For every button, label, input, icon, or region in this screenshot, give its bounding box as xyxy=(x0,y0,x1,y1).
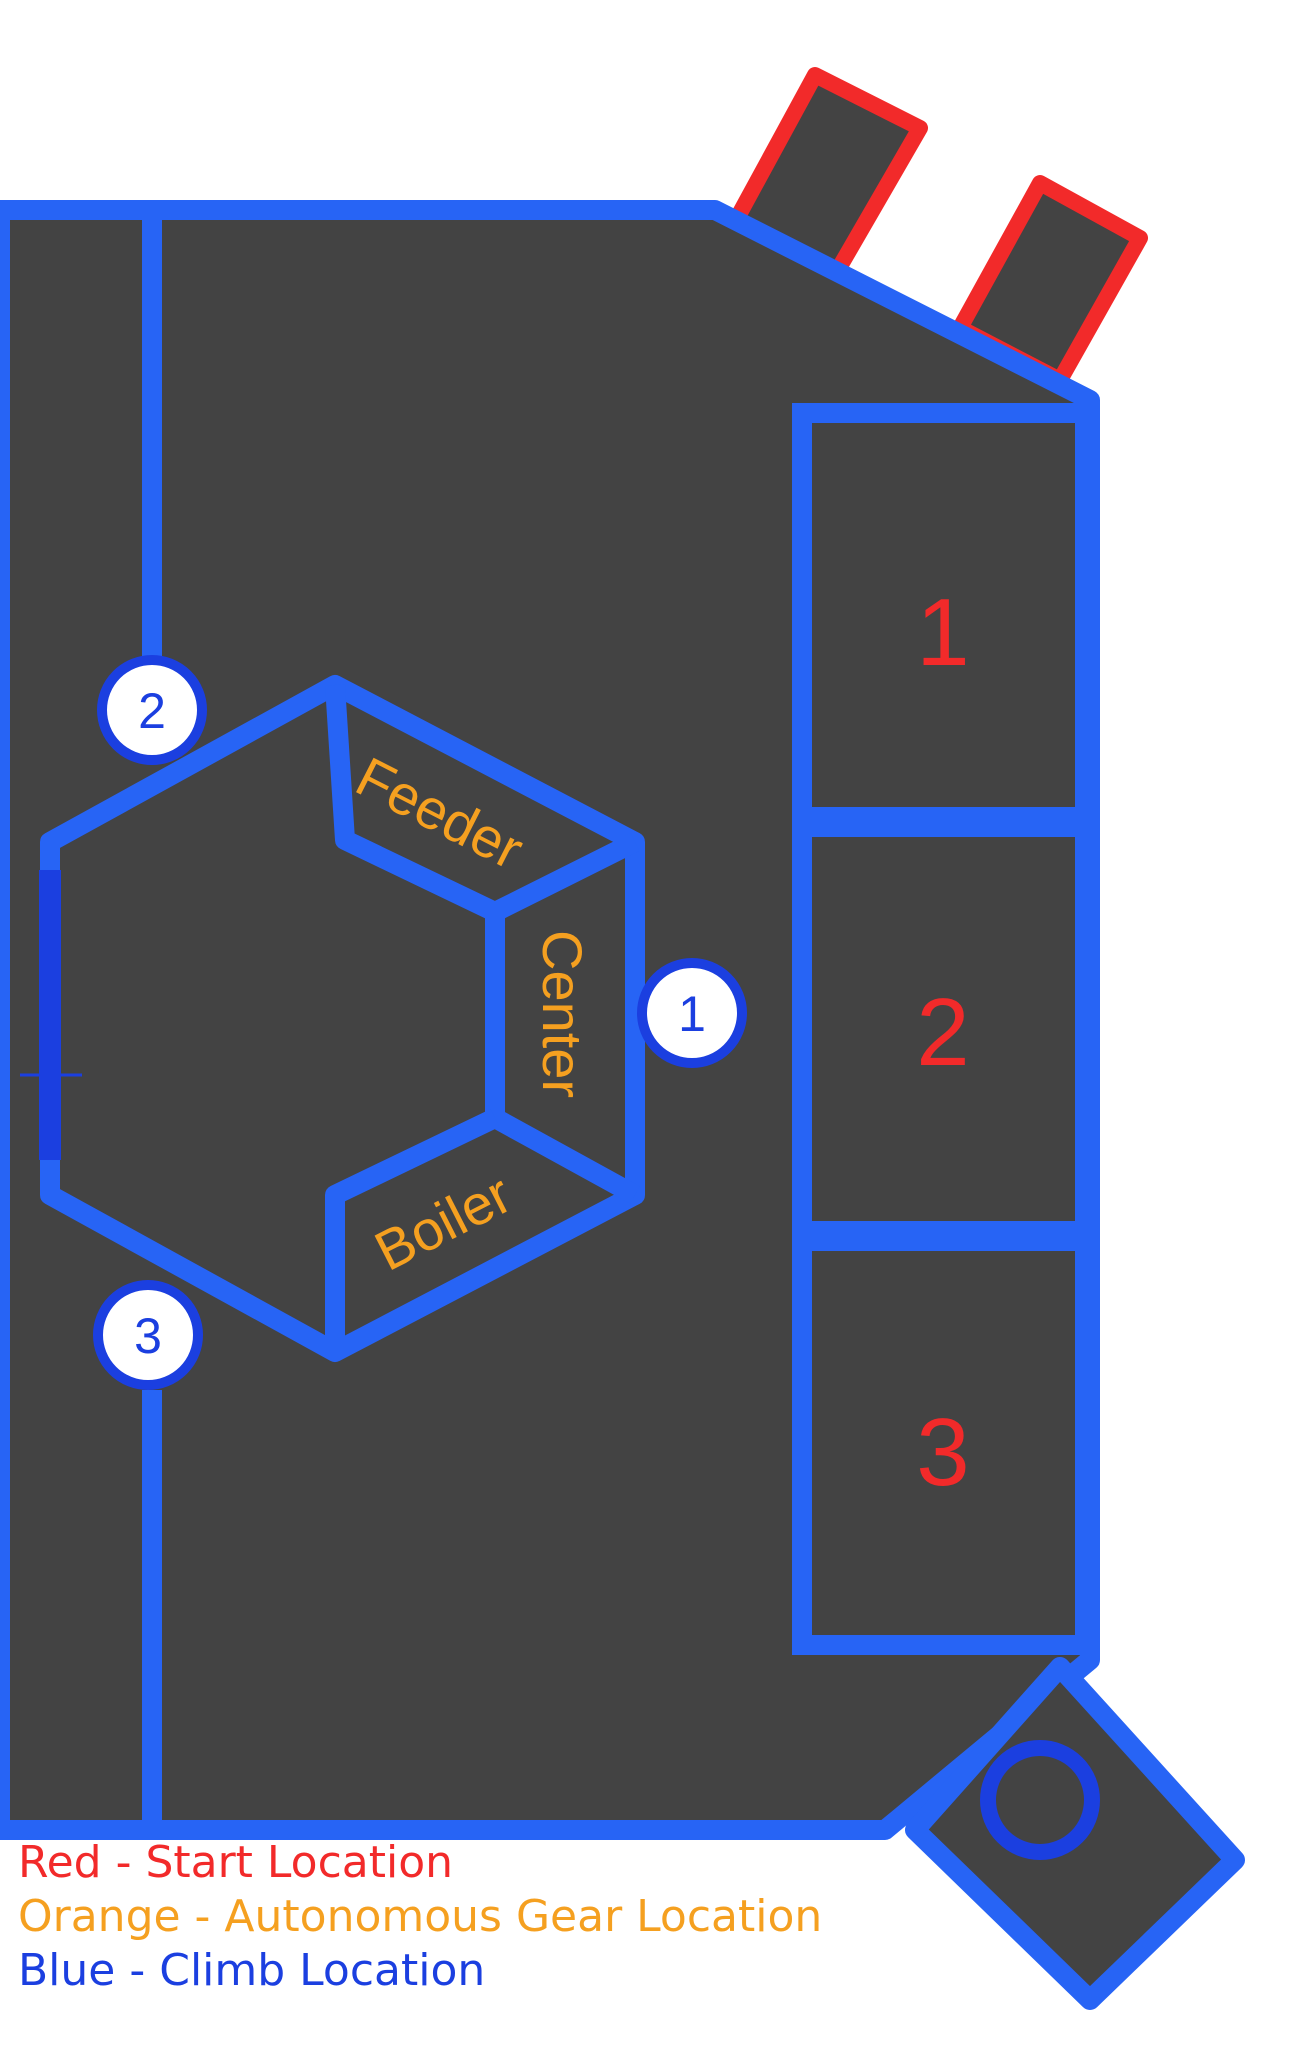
start-label-1: 1 xyxy=(916,579,969,686)
legend-gear: Orange - Autonomous Gear Location xyxy=(18,1891,823,1942)
climb-label-2: 2 xyxy=(138,683,166,739)
climb-badge-2 xyxy=(97,655,207,765)
start-zone-3 xyxy=(792,1231,1095,1655)
climb-badge-1 xyxy=(637,958,747,1068)
airship-inner-edges xyxy=(325,684,640,922)
legend-start: Red - Start Location xyxy=(18,1837,454,1888)
climb-label-3: 3 xyxy=(134,1308,162,1364)
climb-label-1: 1 xyxy=(678,986,706,1042)
gear-label-center: Center xyxy=(531,930,594,1098)
boiler-goal-icon xyxy=(980,1740,1100,1860)
start-label-2: 2 xyxy=(916,979,969,1086)
airship-inner-boiler xyxy=(325,1108,500,1352)
climb-badge-3 xyxy=(93,1280,203,1390)
start-zone-1 xyxy=(792,403,1095,827)
legend: Red - Start Location Orange - Autonomous… xyxy=(18,1836,822,1998)
start-label-3: 3 xyxy=(916,1399,969,1506)
legend-climb: Blue - Climb Location xyxy=(18,1945,486,1996)
